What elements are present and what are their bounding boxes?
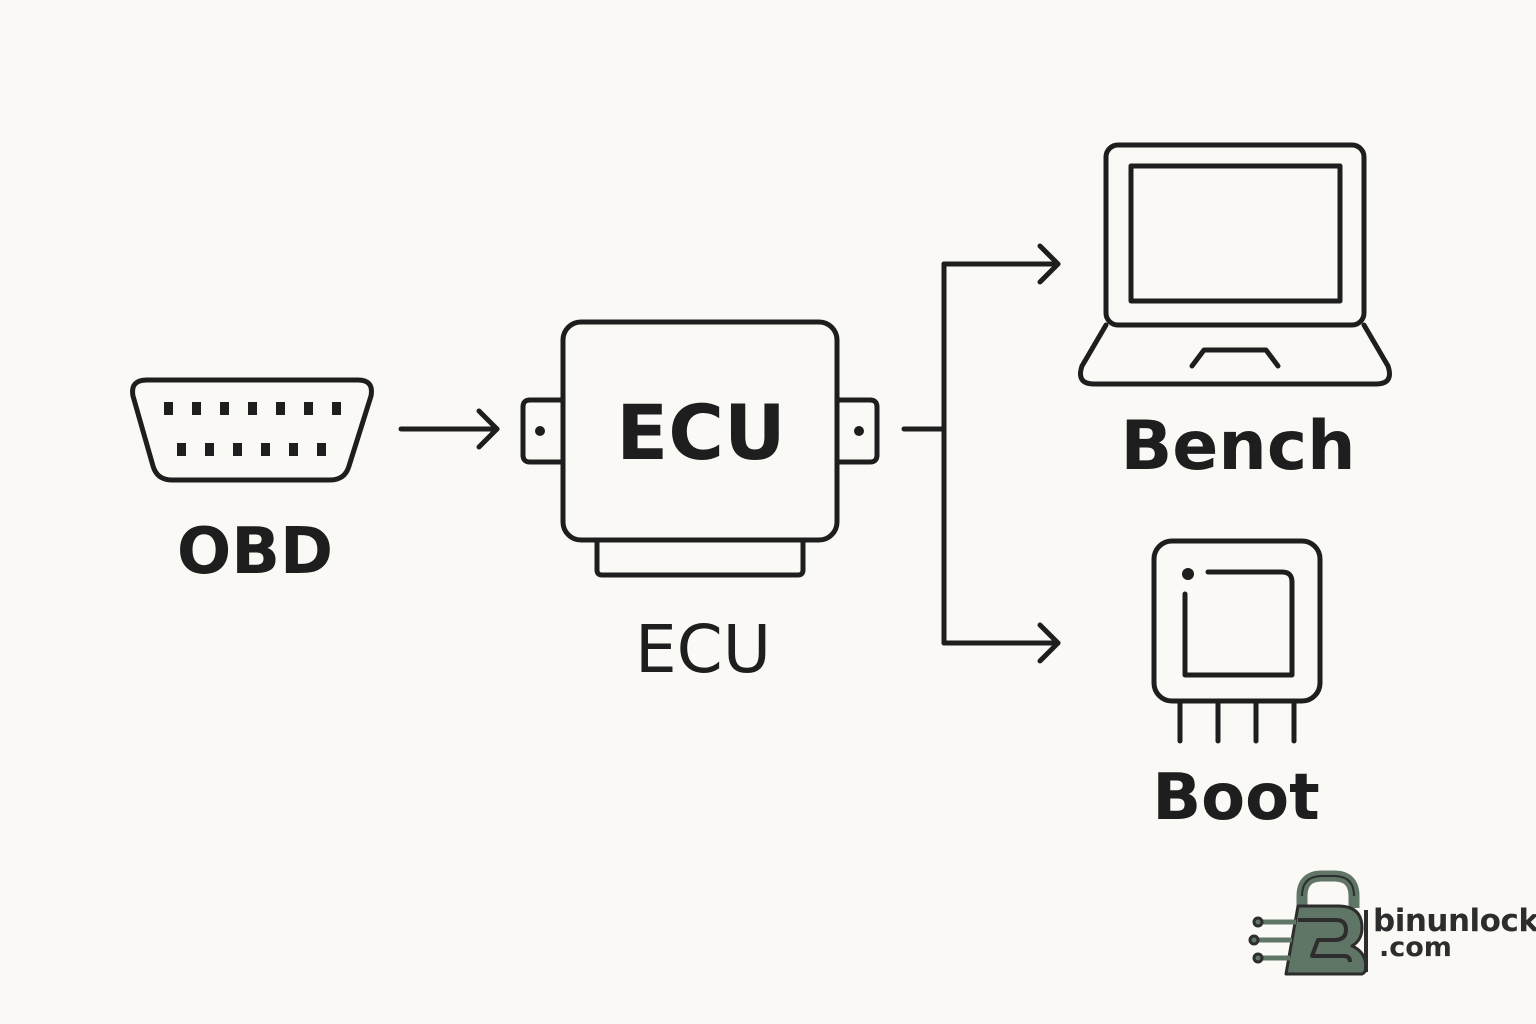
watermark-line2: .com <box>1379 932 1452 963</box>
obd-connector-icon <box>130 377 374 483</box>
arrow-obd-to-ecu <box>398 408 500 450</box>
laptop-icon <box>1078 142 1392 387</box>
watermark-line1: binunlock <box>1373 903 1536 939</box>
watermark-text: binunlock .com <box>1373 903 1536 963</box>
arrow-ecu-to-boot <box>941 622 1061 664</box>
ecu-module-inner-label: ECU <box>616 388 786 477</box>
obd-label: OBD <box>176 515 334 589</box>
branch-connector <box>901 261 947 646</box>
boot-label: Boot <box>1152 761 1320 835</box>
chip-icon <box>1151 538 1323 744</box>
ecu-module-icon <box>520 319 880 578</box>
lock-b-logo-icon <box>1248 870 1368 976</box>
arrow-ecu-to-bench <box>941 243 1061 285</box>
ecu-label: ECU <box>634 611 772 688</box>
bench-label: Bench <box>1120 407 1356 486</box>
